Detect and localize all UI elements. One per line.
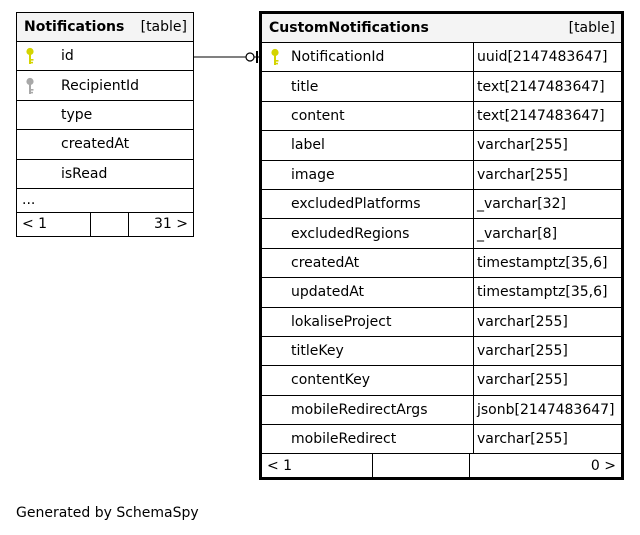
column-name: type (61, 106, 93, 123)
table-row[interactable]: createdAt (17, 130, 193, 160)
nav-prev[interactable]: < 1 (17, 212, 91, 236)
table-row[interactable]: RecipientId (17, 71, 193, 101)
table-row[interactable]: type (17, 101, 193, 131)
table-kind: [table] (140, 19, 187, 35)
column-type: text[2147483647] (477, 107, 605, 124)
column-name: createdAt (61, 136, 130, 153)
table-nav: < 1 31 > (17, 212, 193, 236)
key-slot (262, 190, 288, 218)
column-name: lokaliseProject (288, 307, 474, 336)
table-header: CustomNotifications [table] (262, 14, 621, 43)
foreign-key-icon (17, 71, 43, 99)
table-header: Notifications [table] (17, 13, 193, 42)
nav-next[interactable]: 31 > (154, 216, 188, 233)
table-row[interactable]: id (17, 42, 193, 72)
key-slot (17, 160, 43, 188)
table-name: Notifications (24, 19, 125, 35)
column-type: varchar[255] (477, 166, 568, 183)
nav-middle (373, 454, 470, 478)
column-type: jsonb[2147483647] (477, 401, 615, 418)
key-slot (262, 337, 288, 365)
key-slot (262, 161, 288, 189)
nav-middle (91, 212, 129, 236)
column-type: timestamptz[35,6] (477, 254, 608, 271)
column-name: titleKey (288, 336, 474, 366)
more-columns-indicator: ... (17, 189, 193, 213)
column-name: image (288, 160, 474, 189)
column-type: varchar[255] (477, 372, 568, 389)
table-customnotifications[interactable]: CustomNotifications [table] Notification… (259, 11, 624, 481)
key-slot (262, 219, 288, 247)
column-name: mobileRedirectArgs (288, 395, 474, 425)
column-name: excludedRegions (288, 219, 474, 248)
key-slot (262, 249, 288, 277)
primary-key-icon (17, 42, 43, 70)
column-name: content (288, 101, 474, 131)
column-name: isRead (61, 165, 108, 182)
table-kind: [table] (568, 20, 615, 36)
column-name: updatedAt (288, 278, 474, 307)
key-slot (262, 308, 288, 336)
nav-next[interactable]: 0 > (590, 457, 616, 474)
key-slot (262, 425, 288, 453)
column-type: timestamptz[35,6] (477, 284, 608, 301)
key-slot (17, 101, 43, 129)
table-row[interactable]: excludedPlatforms_varchar[32] (262, 189, 621, 220)
nav-prev[interactable]: < 1 (262, 454, 373, 478)
column-name: RecipientId (61, 77, 140, 94)
column-type: varchar[255] (477, 431, 568, 448)
key-slot (262, 366, 288, 394)
key-slot (262, 72, 288, 100)
column-name: contentKey (288, 366, 474, 395)
table-name: CustomNotifications (269, 20, 429, 36)
column-type: varchar[255] (477, 343, 568, 360)
zero-cardinality-icon (245, 52, 255, 62)
column-name: label (288, 131, 474, 160)
key-slot (17, 130, 43, 158)
key-slot (262, 131, 288, 159)
column-name: excludedPlatforms (288, 189, 474, 219)
column-type: uuid[2147483647] (477, 49, 608, 66)
column-name: NotificationId (288, 43, 474, 72)
column-name: createdAt (288, 248, 474, 278)
key-slot (262, 278, 288, 306)
primary-key-icon (262, 43, 288, 71)
column-name: id (61, 48, 74, 65)
column-type: varchar[255] (477, 313, 568, 330)
column-type: _varchar[32] (477, 196, 566, 213)
column-name: mobileRedirect (288, 425, 474, 454)
key-slot (262, 102, 288, 130)
table-row[interactable]: isRead (17, 160, 193, 189)
table-row[interactable]: excludedRegions_varchar[8] (262, 219, 621, 249)
column-type: _varchar[8] (477, 225, 558, 242)
column-name: title (288, 72, 474, 101)
footer-credit: Generated by SchemaSpy (16, 505, 199, 521)
column-type: varchar[255] (477, 137, 568, 154)
column-type: text[2147483647] (477, 78, 605, 95)
key-slot (262, 396, 288, 424)
table-nav: < 1 0 > (262, 454, 621, 478)
